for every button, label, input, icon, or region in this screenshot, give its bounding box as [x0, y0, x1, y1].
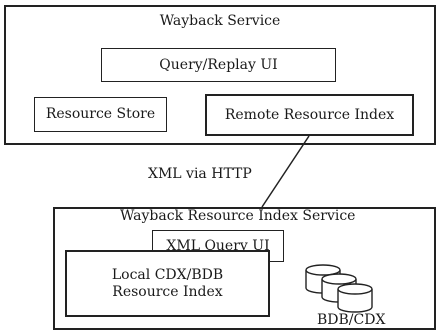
- query-replay-ui-box: Query/Replay UI: [101, 48, 336, 82]
- xml-query-ui-label: XML Query UI: [166, 237, 270, 254]
- local-resource-index-box: Local CDX/BDB Resource Index: [65, 250, 270, 317]
- storage-label: BDB/CDX: [317, 312, 386, 328]
- database-cylinders-icon: [305, 264, 373, 313]
- resource-index-service-title: Wayback Resource Index Service: [120, 208, 356, 224]
- remote-resource-index-label: Remote Resource Index: [224, 106, 395, 123]
- resource-store-box: Resource Store: [34, 97, 167, 132]
- wayback-service-title: Wayback Service: [159, 13, 281, 29]
- remote-resource-index-box: Remote Resource Index: [205, 94, 414, 136]
- local-index-label-line1: Local CDX/BDB: [111, 266, 224, 283]
- query-replay-ui-label: Query/Replay UI: [159, 56, 278, 73]
- connection-label: XML via HTTP: [148, 166, 252, 182]
- resource-store-label: Resource Store: [45, 106, 156, 122]
- local-index-label-line2: Resource Index: [112, 283, 223, 300]
